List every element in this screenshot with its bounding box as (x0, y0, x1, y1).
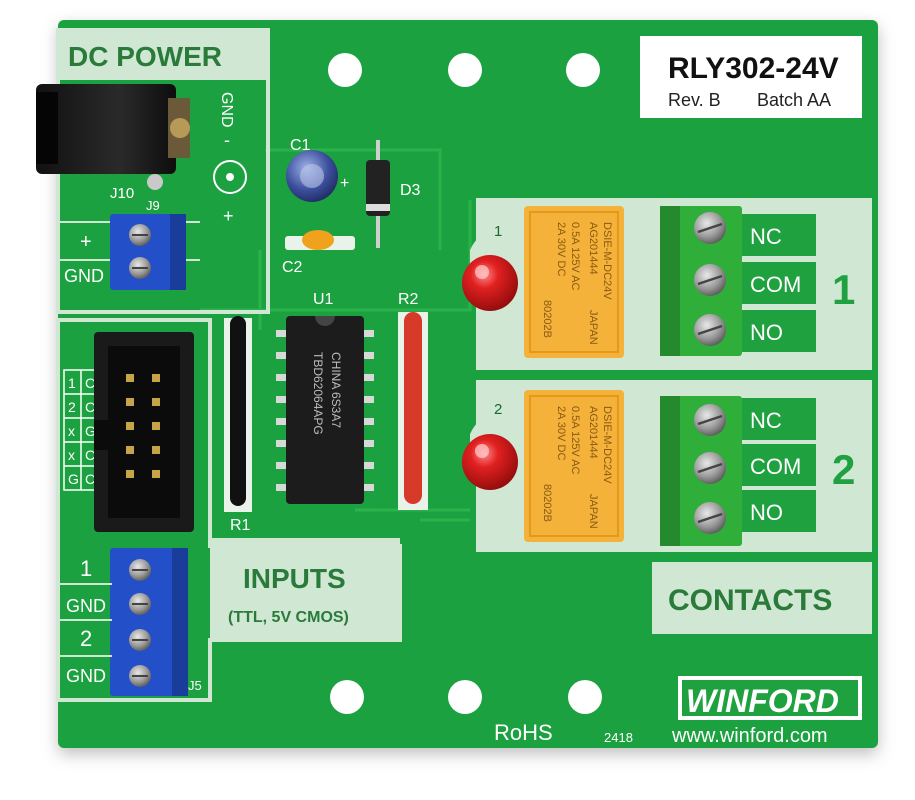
dc-barrel-jack (36, 84, 190, 190)
mounting-hole (330, 680, 364, 714)
header-label-a: x (68, 447, 75, 463)
mounting-hole (328, 53, 362, 87)
led-2 (462, 434, 518, 490)
header-label-b: C (85, 447, 95, 463)
relay-marking: 2A 30V DC (555, 222, 567, 276)
rohs-mark: RoHS (494, 720, 553, 745)
input-label: 2 (80, 626, 92, 651)
input-terminal-labels: 1 GND 2 GND (58, 556, 112, 686)
header-label-b: C (85, 375, 95, 391)
brand-name: WINFORD (686, 683, 839, 719)
header-label-b: C (85, 399, 95, 415)
ic-marking-line1: CHINA 6S3A7 (329, 352, 343, 428)
inputs-subtitle: (TTL, 5V CMOS) (228, 609, 349, 626)
resistor-network-r1 (224, 316, 252, 512)
u1-label: U1 (313, 291, 334, 308)
header-label-a: 2 (68, 399, 76, 415)
power-plus-label: + (223, 206, 234, 226)
input-label: 1 (80, 556, 92, 581)
date-code: 2418 (604, 730, 633, 745)
ic-marking-line2: TBD62064APG (311, 352, 325, 435)
mounting-hole (566, 53, 600, 87)
contact-label-no: NO (750, 320, 783, 345)
contact-label-no: NO (750, 500, 783, 525)
c1-plus-label: + (340, 175, 349, 192)
j5-terminal-block (110, 548, 188, 696)
j9-label: J9 (146, 198, 160, 213)
model-label-box: RLY302-24V Rev. B Batch AA (640, 36, 862, 118)
contact-label-com: COM (750, 454, 801, 479)
channel-number-1: 1 (832, 266, 855, 313)
contacts-title: CONTACTS (668, 584, 832, 617)
relay-marking: 80202B (541, 300, 553, 338)
power-gnd-label: GND (218, 92, 235, 128)
relay-1: DSIE-M-DC24V AG201444 0.5A 125V AC 2A 30… (524, 206, 624, 358)
inputs-panel: INPUTS (TTL, 5V CMOS) (56, 318, 402, 702)
capacitor-c2 (285, 230, 355, 250)
power-polarity-symbol: GND - + (213, 92, 247, 226)
mounting-hole (568, 680, 602, 714)
dc-power-panel: DC POWER (56, 28, 270, 314)
input-label: GND (66, 666, 106, 686)
j9-plus-label: + (80, 231, 92, 253)
relay-1-index: 1 (494, 223, 502, 240)
d3-label: D3 (400, 182, 421, 199)
r1-label: R1 (230, 517, 251, 534)
relay-2: DSIE-M-DC24V AG201444 0.5A 125V AC 2A 30… (524, 390, 624, 542)
header-label-a: G (68, 471, 79, 487)
contacts-panel: CONTACTS (652, 562, 872, 634)
c1-label: C1 (290, 137, 311, 154)
j5-label: J5 (188, 678, 202, 693)
header-label-a: x (68, 423, 75, 439)
relay-marking: DSIE-M-DC24V (601, 406, 613, 484)
header-label-texts: 1 C 2 C x G x C G C (68, 375, 96, 487)
header-label-a: 1 (68, 375, 76, 391)
relay-marking: DSIE-M-DC24V (601, 222, 613, 300)
ic-u1: CHINA 6S3A7 TBD62064APG (276, 316, 374, 504)
contact-label-nc: NC (750, 224, 782, 249)
relay-marking: 80202B (541, 484, 553, 522)
r2-label: R2 (398, 291, 419, 308)
relay-marking: 2A 30V DC (555, 406, 567, 460)
input-label: GND (66, 596, 106, 616)
relay-marking: AG201444 (587, 222, 599, 275)
winford-logo: WINFORD (678, 676, 862, 720)
inputs-title: INPUTS (243, 563, 346, 594)
channel-number-2: 2 (832, 446, 855, 493)
contact-label-com: COM (750, 272, 801, 297)
model-name: RLY302-24V (668, 52, 839, 85)
mounting-holes (328, 53, 602, 714)
dc-power-title: DC POWER (68, 41, 222, 72)
power-minus-label: - (224, 130, 230, 150)
j10-label: J10 (110, 185, 134, 202)
c2-label: C2 (282, 259, 303, 276)
revision-text: Rev. B (668, 90, 721, 110)
relay-marking: 0.5A 125V AC (569, 406, 581, 475)
website-text: www.winford.com (671, 725, 828, 747)
mounting-hole (448, 53, 482, 87)
idc-header (94, 332, 194, 532)
capacitor-c1 (286, 150, 338, 202)
contact-terminal-block-1 (660, 206, 742, 356)
led-1 (462, 255, 518, 311)
relay-marking: JAPAN (587, 494, 599, 529)
relay-marking: JAPAN (587, 310, 599, 345)
contact-label-nc: NC (750, 408, 782, 433)
header-label-b: C (85, 471, 95, 487)
relay-marking: AG201444 (587, 406, 599, 459)
j9-terminal-block (110, 214, 186, 290)
header-label-b: G (85, 423, 96, 439)
contact-terminal-block-2 (660, 396, 742, 546)
batch-text: Batch AA (757, 90, 831, 110)
resistor-network-r2 (398, 312, 428, 510)
relay-2-index: 2 (494, 401, 502, 418)
relay-marking: 0.5A 125V AC (569, 222, 581, 291)
mounting-hole (448, 680, 482, 714)
diode-d3 (366, 140, 390, 248)
j9-gnd-label: GND (64, 266, 104, 286)
